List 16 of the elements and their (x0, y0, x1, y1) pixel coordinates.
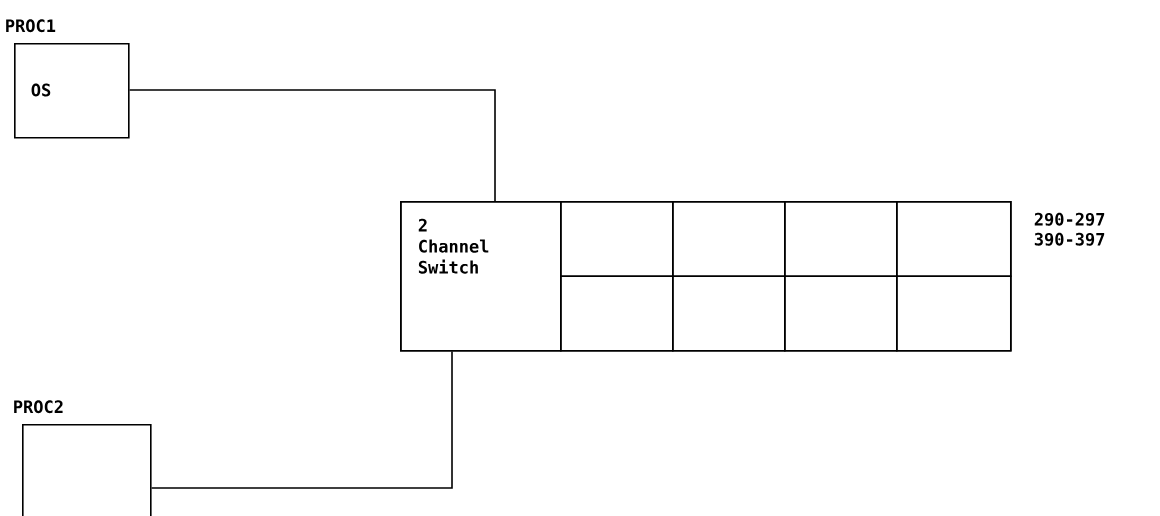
address-label: 390-397 (1034, 232, 1105, 246)
connector-line (128, 89, 496, 202)
cell-box (784, 275, 898, 352)
address-label: 290-297 (1034, 212, 1105, 226)
cell-box (560, 275, 674, 352)
box-heading: PROC2 (14, 400, 63, 414)
connector-line (150, 350, 453, 489)
cell-box (560, 201, 674, 278)
cell-box (672, 201, 786, 278)
cell-box (784, 201, 898, 278)
cell-box (896, 275, 1012, 352)
box-heading: PROC1 (6, 19, 56, 33)
switch-label: 2 Channel Switch (418, 218, 489, 274)
box-label: OS (31, 83, 51, 97)
cell-box (672, 275, 786, 352)
cell-box (896, 201, 1012, 278)
